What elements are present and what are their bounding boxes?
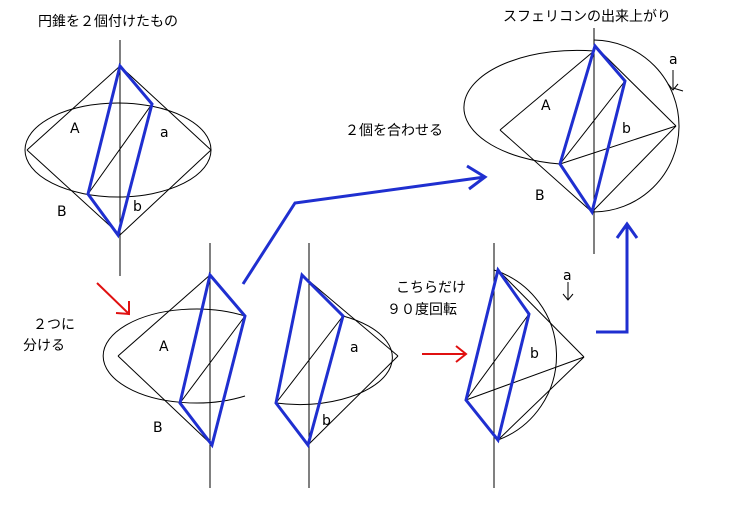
label-A: A bbox=[541, 98, 551, 114]
rotate-label-line1: こちらだけ bbox=[396, 280, 466, 296]
half-ellipse bbox=[463, 49, 595, 165]
label-a: a bbox=[350, 340, 359, 356]
label-B: B bbox=[153, 420, 163, 436]
cut-plane-blue bbox=[558, 42, 627, 216]
label-A: A bbox=[159, 339, 169, 355]
label-b: b bbox=[622, 121, 631, 137]
label-A: A bbox=[70, 121, 80, 137]
blue-arrow-up bbox=[596, 221, 639, 334]
half-ellipse bbox=[102, 308, 246, 404]
inner-diagonal bbox=[87, 103, 153, 195]
title-result: スフェリコンの出来上がり bbox=[503, 9, 671, 25]
half-circle bbox=[591, 39, 680, 213]
label-b: b bbox=[133, 199, 142, 215]
half-circle bbox=[493, 269, 557, 441]
label-a: a bbox=[669, 52, 678, 68]
half-ellipse bbox=[275, 315, 393, 406]
figure-double-cone bbox=[24, 40, 212, 276]
label-b: b bbox=[530, 346, 539, 362]
cut-plane-blue bbox=[178, 271, 247, 449]
figure-half-ab bbox=[274, 243, 399, 488]
label-b: b bbox=[322, 413, 331, 429]
figure-sphericon bbox=[463, 28, 684, 254]
label-a: a bbox=[160, 125, 169, 141]
rotate-label-line2: ９０度回転 bbox=[387, 302, 457, 318]
label-B: B bbox=[57, 204, 67, 220]
label-a: a bbox=[563, 268, 572, 284]
figure-rotated-half bbox=[464, 243, 585, 488]
red-arrow-split bbox=[96, 282, 130, 316]
cut-plane-blue bbox=[274, 271, 345, 449]
combine-label: ２個を合わせる bbox=[345, 123, 443, 139]
split-label-line1: ２つに bbox=[33, 317, 75, 333]
pointer-arrow bbox=[672, 70, 684, 92]
cone-outline bbox=[26, 65, 212, 236]
red-arrow-rotate bbox=[422, 345, 468, 363]
split-label-line2: 分ける bbox=[23, 338, 65, 354]
blue-arrow-combine bbox=[241, 164, 488, 285]
label-B: B bbox=[535, 188, 545, 204]
figure-half-AB bbox=[102, 243, 247, 488]
cut-plane-blue bbox=[464, 266, 531, 444]
cut-plane-blue bbox=[86, 62, 154, 239]
cone-base-ellipse bbox=[24, 102, 212, 198]
title-double-cone: 円錐を２個付けたもの bbox=[38, 14, 178, 30]
